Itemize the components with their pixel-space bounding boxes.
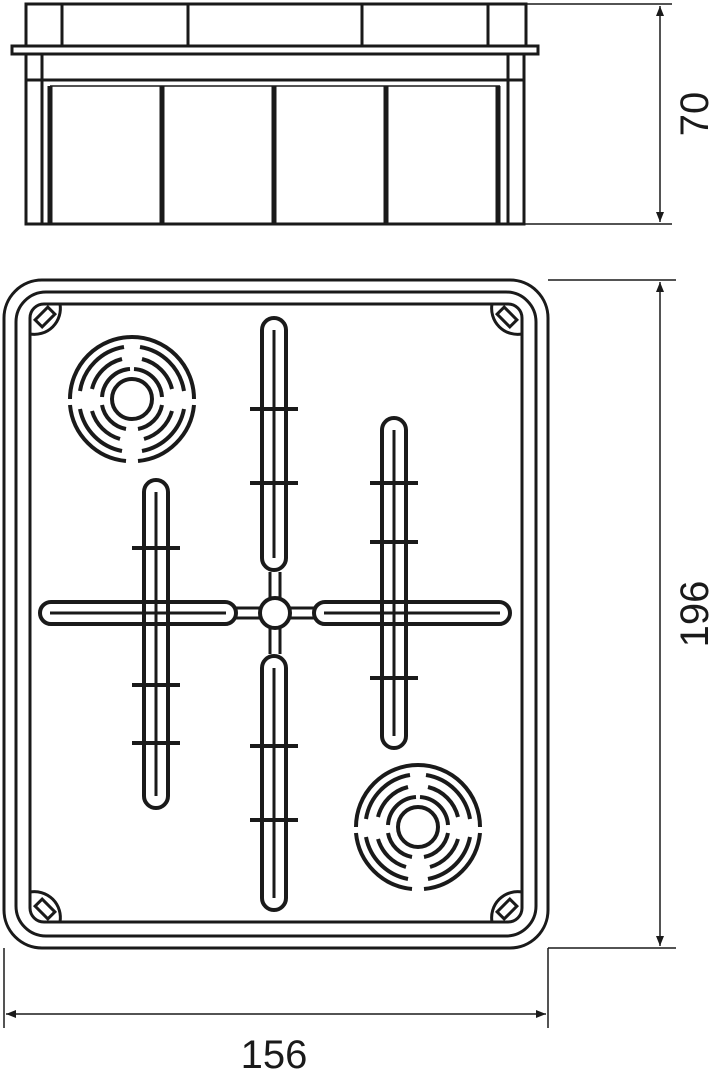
top-view [2, 278, 550, 950]
vertical-channel-top [250, 316, 298, 572]
corner-screw-bottom-right [490, 890, 523, 923]
corner-screw-bottom-left [29, 890, 62, 923]
width-dimension-label: 156 [241, 1033, 308, 1073]
length-dimension-label: 196 [673, 581, 713, 648]
knockout-top-left [68, 335, 196, 463]
vertical-channel-right [370, 416, 418, 750]
knockout-bottom-right [354, 763, 482, 891]
corner-screw-top-right [490, 303, 523, 336]
height-dimension-label: 70 [673, 92, 713, 137]
width-dimension: 156 [3, 948, 549, 1073]
vertical-channel-bottom [250, 654, 298, 912]
corner-screw-top-left [29, 303, 62, 336]
vertical-channel-left [132, 478, 180, 810]
length-dimension: 196 [548, 279, 713, 949]
height-dimension: 70 [524, 3, 713, 225]
side-view [10, 2, 540, 226]
